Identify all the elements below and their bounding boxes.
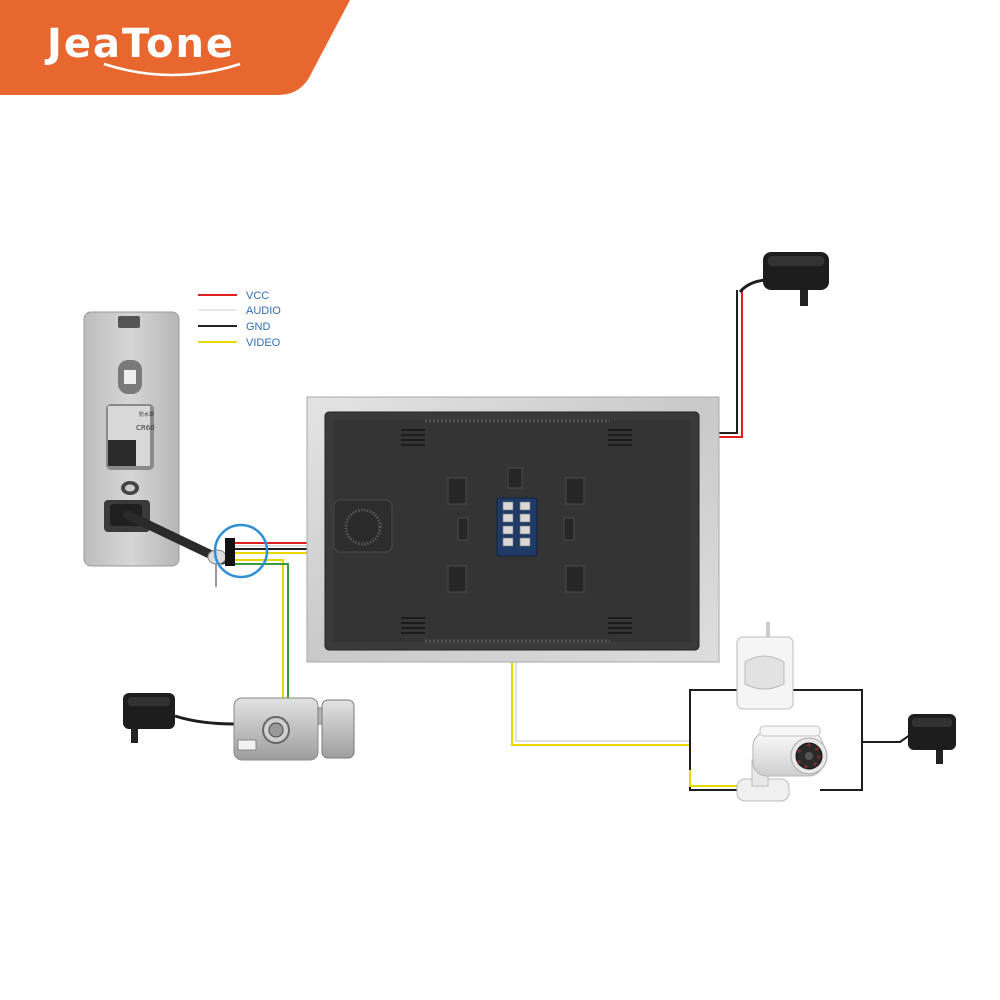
- camera-ir-leds: [797, 743, 821, 769]
- wire-legend: VCC AUDIO GND VIDEO: [198, 290, 281, 349]
- connector-ports: [502, 501, 531, 547]
- wire-loop-top: [689, 689, 740, 791]
- legend-label-video: VIDEO: [246, 337, 281, 349]
- wire-loop-yellow: [689, 770, 740, 787]
- lock-terminal: [237, 739, 257, 751]
- camera-power-adapter: [908, 714, 956, 764]
- monitor-mount-slots: [447, 467, 585, 593]
- keyhole-icon: [268, 722, 284, 738]
- adapter-top-face: [912, 718, 952, 727]
- brand-banner: JeaTone: [0, 0, 350, 95]
- adapter-top-face: [768, 256, 824, 266]
- panel-cable: [123, 510, 227, 565]
- brand-banner-shape: [0, 0, 350, 95]
- sensor-lens: [744, 655, 785, 690]
- pir-sensor: [736, 622, 794, 710]
- adapter-plug-pin: [800, 290, 808, 306]
- connection-highlight-circle: [213, 523, 269, 579]
- adapter-plug-pin: [131, 729, 138, 743]
- wire-loop-right: [790, 689, 863, 791]
- speaker-icon: [344, 508, 382, 546]
- adapter-top-face: [128, 697, 170, 706]
- legend-label-vcc: VCC: [246, 290, 269, 302]
- legend-label-audio: AUDIO: [246, 305, 281, 317]
- connection-plug: [225, 538, 235, 566]
- camera-sunshield: [759, 725, 821, 737]
- adapter-cord: [174, 714, 236, 726]
- panel-label-line-1: 防水罩: [139, 411, 154, 418]
- indoor-monitor: [306, 396, 720, 663]
- adapter-plug-pin: [936, 750, 943, 764]
- monitor-power-adapter: [738, 252, 829, 306]
- outdoor-panel: 防水罩 CR60: [83, 311, 227, 587]
- adapter-cord: [738, 278, 766, 293]
- lock-power-adapter: [123, 693, 236, 743]
- panel-label-line-2: CR60: [136, 424, 155, 432]
- wire-lock-1: [232, 559, 284, 700]
- legend-label-gnd: GND: [246, 321, 271, 333]
- lock-strike-plate: [321, 699, 355, 759]
- panel-slot-1-inner: [124, 370, 136, 384]
- brand-logo-text: JeaTone: [44, 21, 235, 67]
- wire-lock-2: [232, 563, 289, 700]
- electric-lock: [233, 697, 355, 761]
- brand-logo-swoosh: [103, 62, 241, 77]
- panel-top-clip: [118, 316, 140, 328]
- panel-screw-hole-inner: [125, 484, 135, 492]
- camera-center-lens: [805, 752, 813, 760]
- cctv-camera: [736, 725, 828, 802]
- panel-label-dark: [108, 440, 136, 466]
- wire-camera-power: [862, 734, 911, 743]
- monitor-vents: [401, 429, 632, 634]
